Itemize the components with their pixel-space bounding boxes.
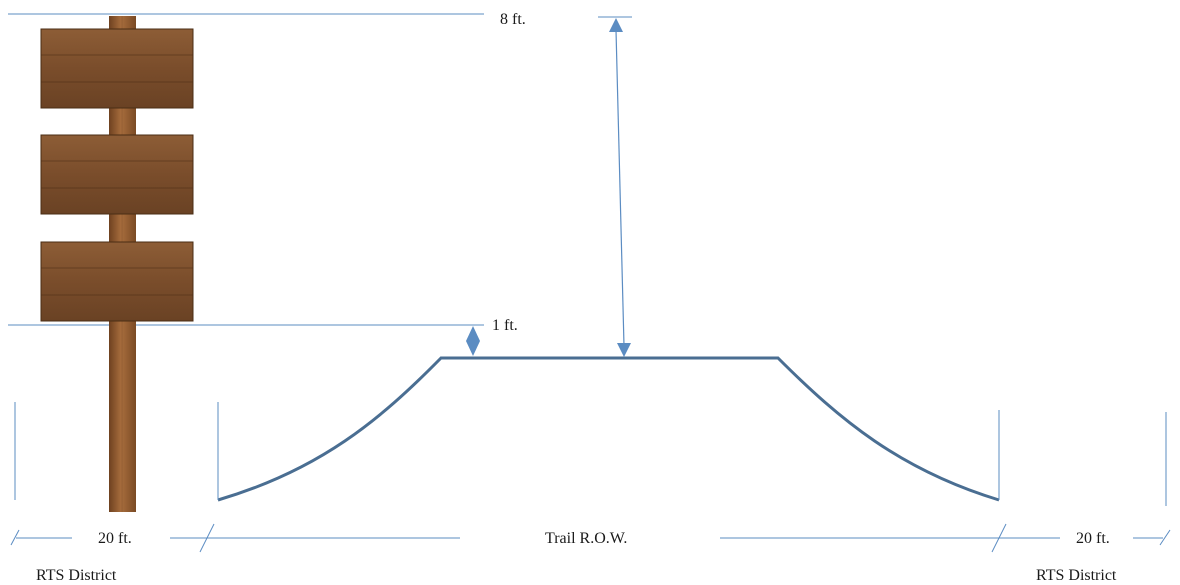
sign-board-middle	[40, 134, 194, 215]
height-8ft-arrow-icon	[598, 16, 632, 357]
width-left-label: 20 ft.	[98, 530, 132, 547]
sign-board-top	[40, 28, 194, 109]
width-right-label: 20 ft.	[1076, 530, 1110, 547]
height-1ft-arrow-icon	[466, 326, 480, 356]
height-8ft-label: 8 ft.	[500, 11, 526, 28]
trail-profile	[217, 356, 1000, 502]
bottom-dimension-line	[10, 523, 1171, 553]
sign-board-bottom	[40, 241, 194, 322]
height-1ft-label: 1 ft.	[492, 317, 518, 334]
sign-post-icon	[40, 16, 194, 512]
district-left-label: RTS District	[36, 567, 117, 584]
trail-row-label: Trail R.O.W.	[545, 530, 627, 547]
district-right-label: RTS District	[1036, 567, 1117, 584]
